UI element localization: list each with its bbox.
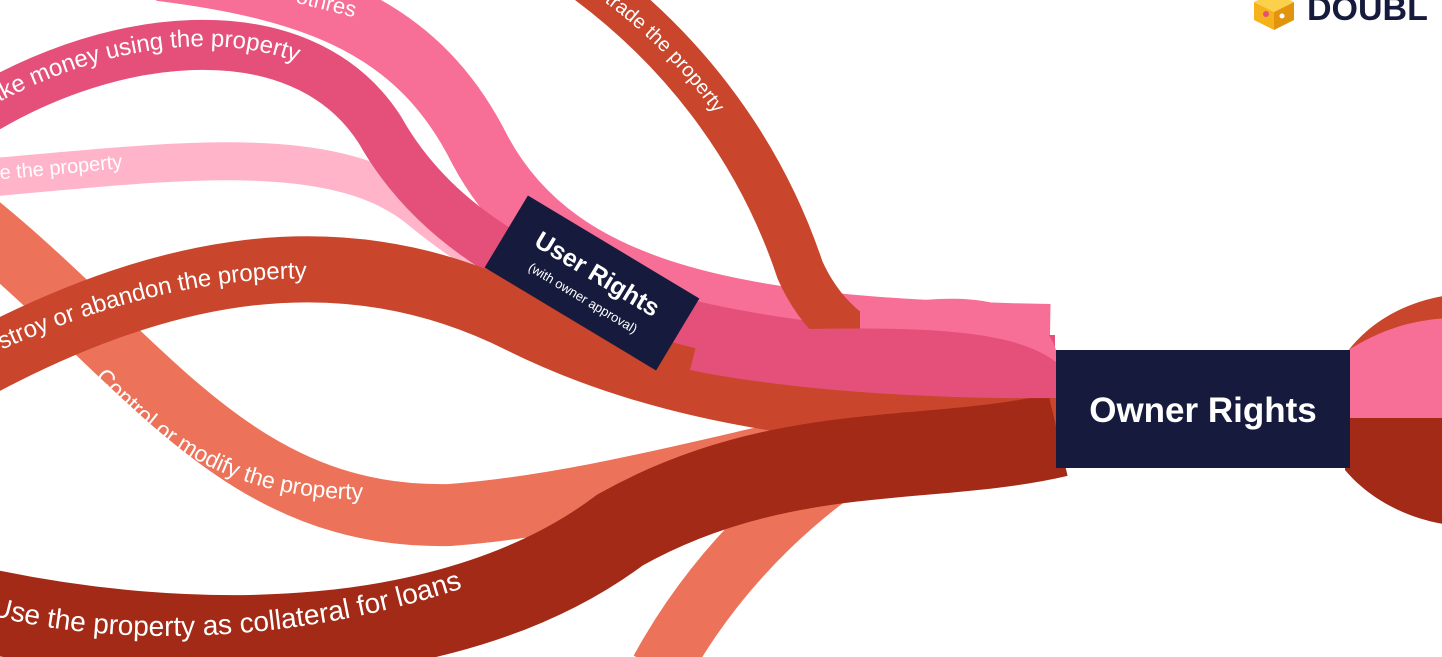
user-rights-box: User Rights (with owner approval) xyxy=(484,195,700,371)
ribbon-destroy xyxy=(0,236,1060,447)
cube-logo-icon xyxy=(1254,0,1294,30)
user-rights-box-bg xyxy=(484,195,700,371)
owner-rights-box: Owner Rights xyxy=(1056,350,1350,468)
ribbon-exit-pink xyxy=(1345,318,1442,420)
ribbon-collateral xyxy=(0,394,1068,657)
owner-rights-box-bg xyxy=(1056,350,1350,468)
brand-name: DOUBL xyxy=(1307,0,1428,28)
ribbon-exit-darkred xyxy=(1345,418,1442,524)
brand-logo: DOUBL xyxy=(1254,0,1428,30)
owner-rights-title: Owner Rights xyxy=(1089,391,1317,430)
ribbon-merge-rose xyxy=(690,328,1056,399)
